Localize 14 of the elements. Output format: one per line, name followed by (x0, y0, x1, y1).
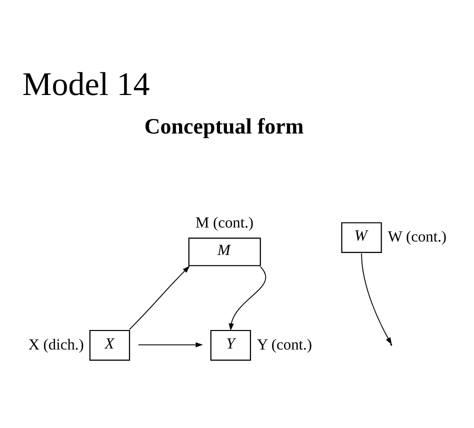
node-label: W (cont.) (388, 228, 447, 246)
node-box: W (341, 222, 382, 252)
diagram-title: Model 14 (22, 66, 150, 103)
arrow (228, 266, 266, 330)
node-label: Y (cont.) (257, 336, 312, 353)
arrow (129, 265, 190, 330)
node-label: X (dich.) (28, 336, 84, 353)
node-box: M (188, 237, 261, 266)
arrow (361, 252, 392, 344)
node-box: Y (210, 329, 252, 360)
label: Conceptual form (144, 113, 304, 138)
node-label: M (cont.) (195, 214, 254, 231)
node-box: X (89, 329, 130, 360)
arrow (138, 342, 203, 347)
